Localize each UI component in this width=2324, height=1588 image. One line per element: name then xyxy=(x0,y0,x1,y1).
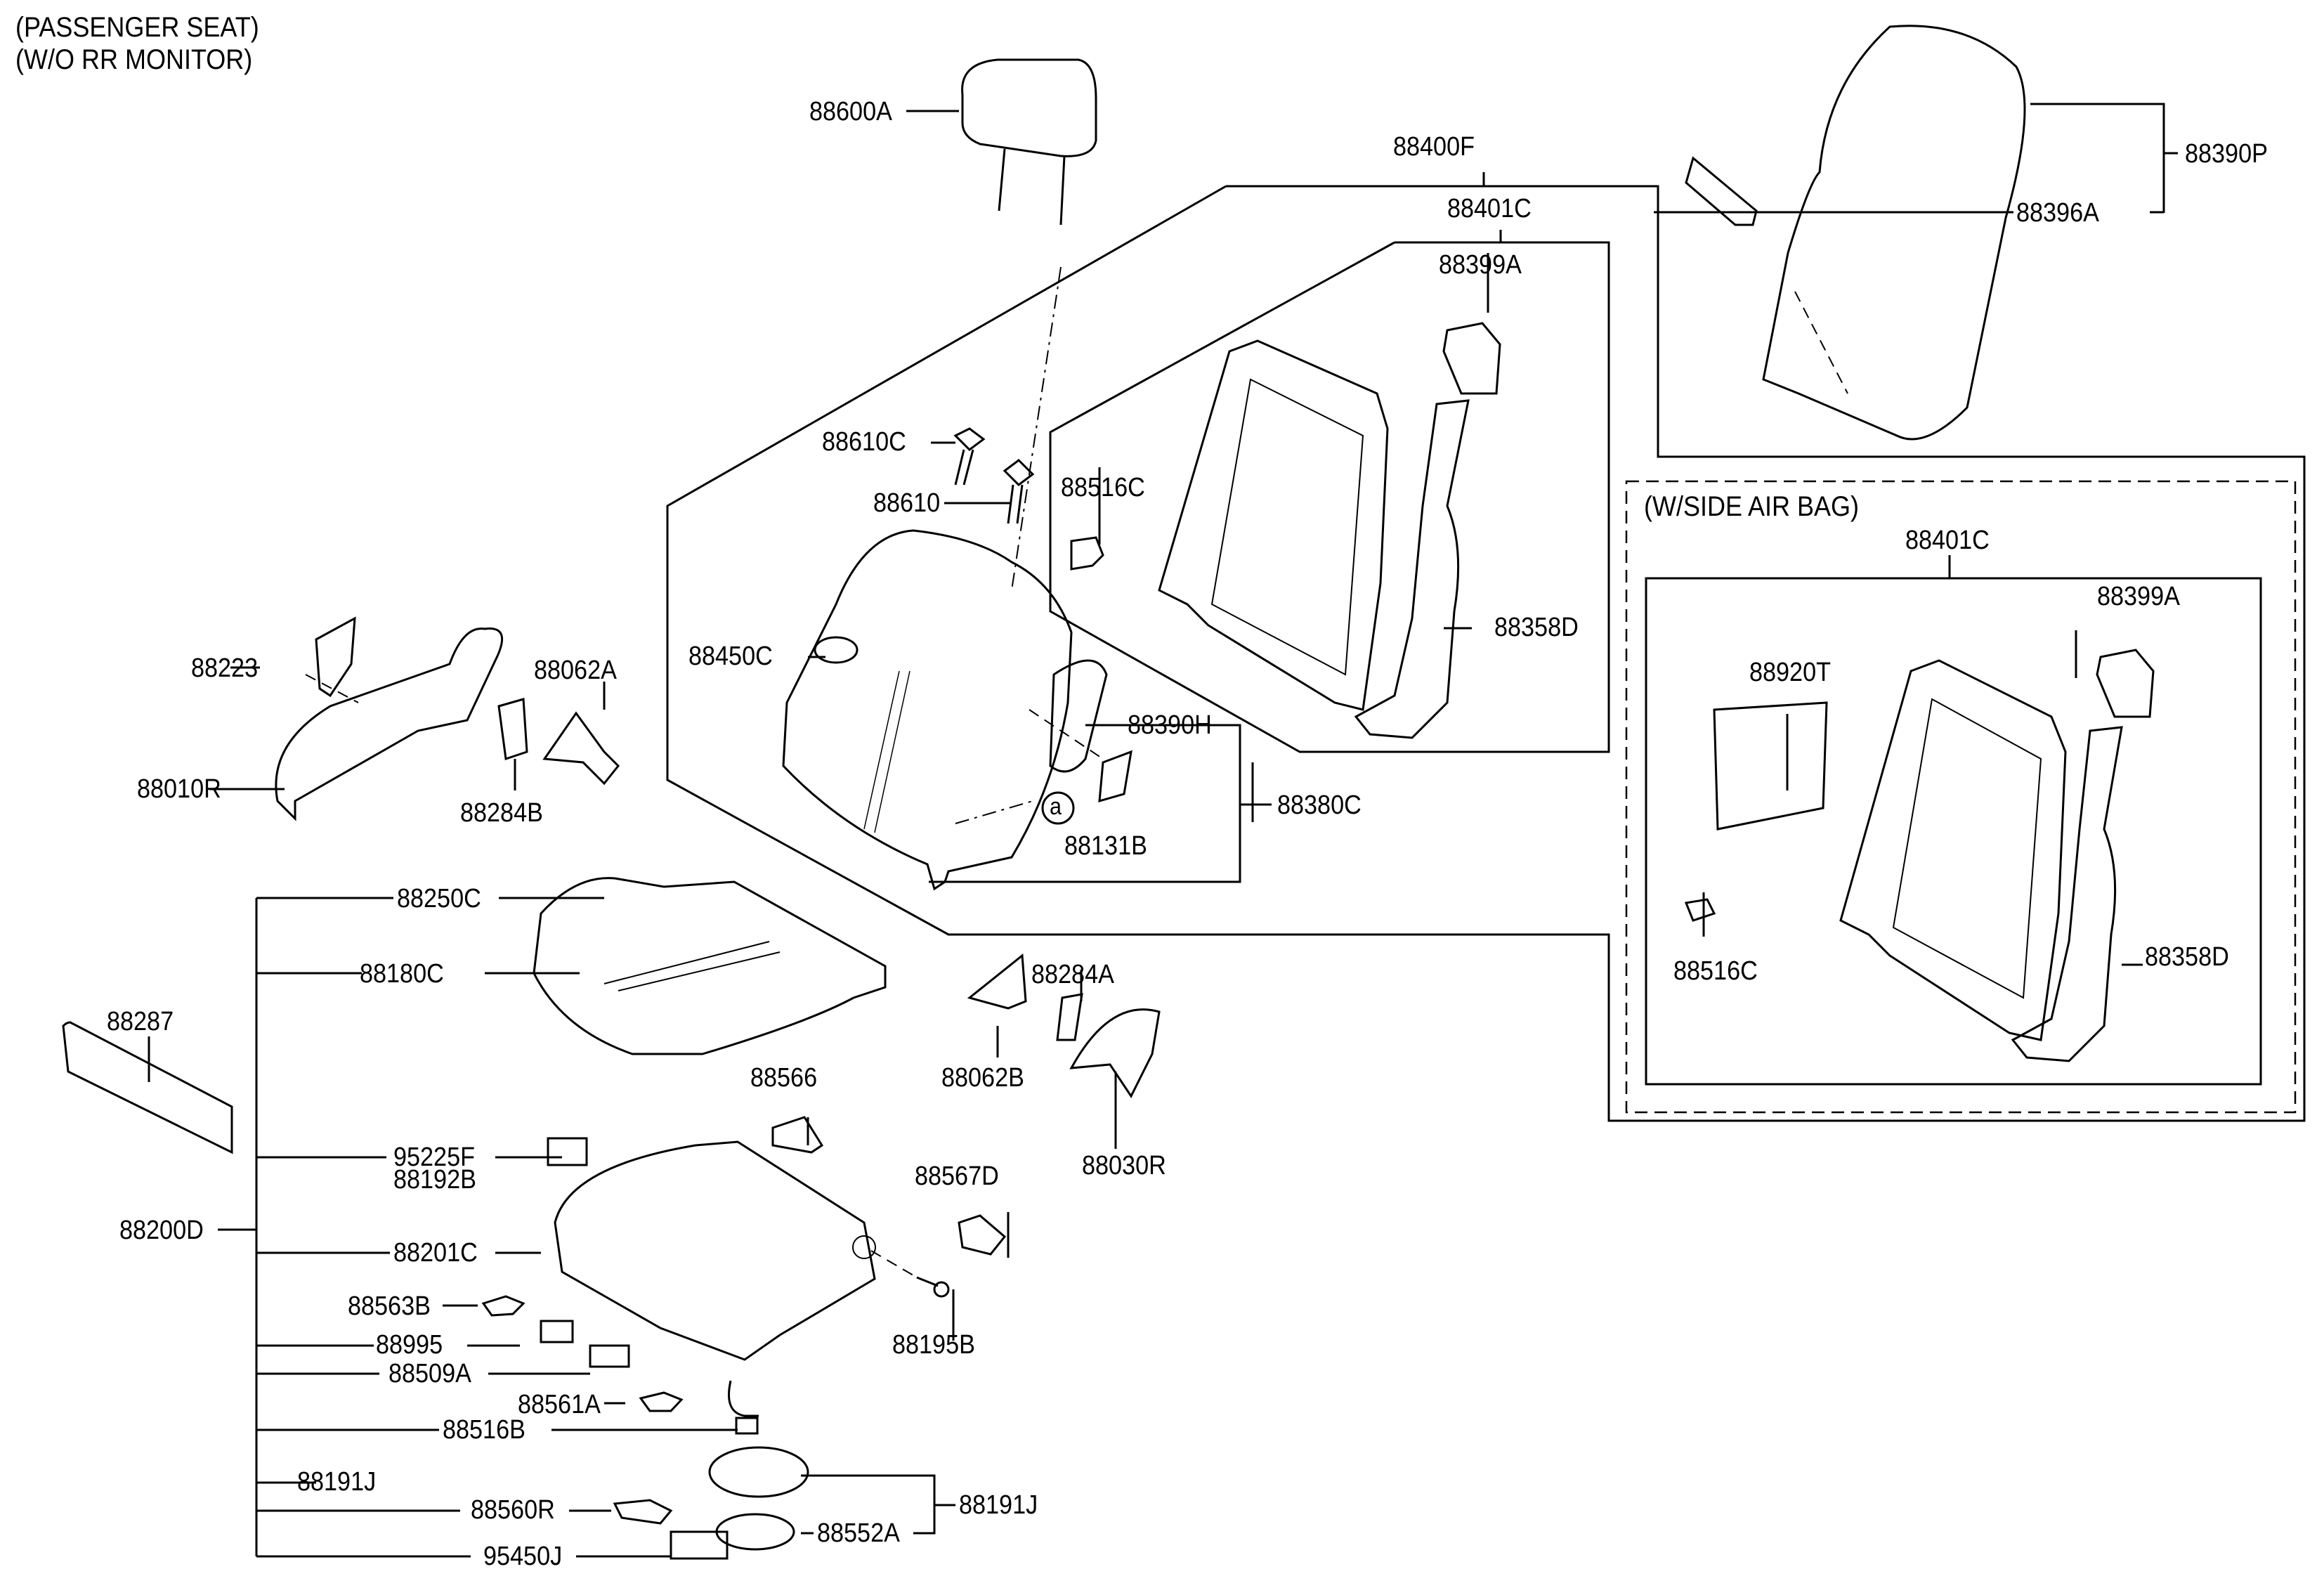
bracket-88062B-part xyxy=(970,956,1026,1008)
part-label-88566[interactable]: 88566 xyxy=(750,1063,818,1093)
part-label-88287[interactable]: 88287 xyxy=(107,1007,174,1036)
sab-vent-duct-part xyxy=(2013,650,2153,1061)
seat-cushion-frame-part xyxy=(555,1142,875,1360)
sab-part-label-88516C[interactable]: 88516C xyxy=(1673,956,1758,986)
side-airbag-frame-box xyxy=(1646,578,2261,1084)
part-label-88995[interactable]: 88995 xyxy=(376,1330,443,1360)
part-label-88030R[interactable]: 88030R xyxy=(1082,1151,1166,1180)
motor-88509A-part xyxy=(590,1346,629,1367)
side-shield-inner-part xyxy=(276,618,502,819)
front-trim-part xyxy=(63,1022,232,1152)
part-label-88516C[interactable]: 88516C xyxy=(1061,473,1145,502)
sab-seatback-frame-part xyxy=(1841,660,2065,1040)
part-label-88390P[interactable]: 88390P xyxy=(2185,139,2268,169)
lumbar-support-part xyxy=(1050,660,1106,772)
part-label-88380C[interactable]: 88380C xyxy=(1277,790,1362,820)
sab-part-label-88401C[interactable]: 88401C xyxy=(1905,526,1990,555)
part-label-88509A[interactable]: 88509A xyxy=(389,1359,471,1388)
seatback-cover-part xyxy=(783,531,1071,889)
module-95225F-part xyxy=(548,1138,587,1165)
part-label-95450J[interactable]: 95450J xyxy=(483,1542,563,1571)
bracket-88284B-part xyxy=(499,699,527,759)
part-label-88200D[interactable]: 88200D xyxy=(119,1216,204,1245)
header-seat-type: (PASSENGER SEAT) xyxy=(15,12,259,43)
bracket-88062A-part xyxy=(544,713,618,783)
sab-part-label-88358D[interactable]: 88358D xyxy=(2145,942,2229,972)
cover-88561A-part xyxy=(641,1393,681,1411)
callout-letter-a: a xyxy=(1050,793,1062,820)
part-label-88516B[interactable]: 88516B xyxy=(443,1415,525,1445)
headrest-guide-parts xyxy=(955,429,1033,523)
seatback-frame-box xyxy=(1050,242,1609,752)
seatback-vent-duct-part xyxy=(1356,323,1500,738)
seatback-back-panel-part xyxy=(1686,26,2025,439)
part-label-88062A[interactable]: 88062A xyxy=(534,656,617,685)
part-label-88131B[interactable]: 88131B xyxy=(1064,831,1147,861)
bolt-88195B-part xyxy=(917,1277,948,1296)
module-88995-part xyxy=(541,1321,573,1342)
part-label-88610C[interactable]: 88610C xyxy=(822,427,906,457)
side-airbag-module-part xyxy=(1714,703,1827,829)
part-label-88400F[interactable]: 88400F xyxy=(1393,132,1475,162)
part-label-88396A[interactable]: 88396A xyxy=(2016,198,2099,228)
blower-88191J-part xyxy=(710,1447,808,1497)
bracket-88390P xyxy=(2030,104,2164,213)
part-label-88567D[interactable]: 88567D xyxy=(915,1161,999,1191)
part-label-88561A[interactable]: 88561A xyxy=(518,1390,601,1419)
seatback-frame-part xyxy=(1159,341,1388,710)
cover-88567D-part xyxy=(959,1216,1005,1254)
part-label-88191J-bracket[interactable]: 88191J xyxy=(959,1490,1038,1520)
part-label-88250C[interactable]: 88250C xyxy=(397,884,481,913)
seatback-assembly-frame xyxy=(667,186,2304,1121)
part-label-88284A[interactable]: 88284A xyxy=(1031,960,1114,989)
part-label-88610[interactable]: 88610 xyxy=(873,488,941,518)
sab-harness-part xyxy=(1686,899,1714,920)
duct-88560R-part xyxy=(615,1500,671,1523)
part-label-88390H[interactable]: 88390H xyxy=(1128,710,1212,740)
part-label-88201C[interactable]: 88201C xyxy=(393,1238,478,1268)
part-label-88195B[interactable]: 88195B xyxy=(892,1330,975,1360)
part-label-88192B[interactable]: 88192B xyxy=(393,1165,476,1195)
callout-circle-a xyxy=(1043,793,1073,824)
lumbar-switch-part xyxy=(1099,752,1131,801)
part-label-95225F[interactable]: 95225F xyxy=(393,1143,476,1172)
part-label-88450C[interactable]: 88450C xyxy=(688,642,773,671)
part-label-88600A[interactable]: 88600A xyxy=(809,97,892,126)
headrest-part xyxy=(962,60,1096,225)
part-label-88563B[interactable]: 88563B xyxy=(348,1291,431,1321)
side-shield-outer-part xyxy=(1071,1010,1159,1096)
bracket-88284A-part xyxy=(1057,994,1082,1040)
sab-part-label-88920T[interactable]: 88920T xyxy=(1749,658,1832,687)
part-label-88062B[interactable]: 88062B xyxy=(941,1063,1024,1093)
part-label-88191J-tree[interactable]: 88191J xyxy=(297,1467,377,1497)
module-95450J-part xyxy=(671,1532,727,1558)
part-label-88180C[interactable]: 88180C xyxy=(360,959,444,989)
side-airbag-variant-box xyxy=(1626,481,2295,1112)
part-label-88358D[interactable]: 88358D xyxy=(1494,613,1579,642)
cover-88566-part xyxy=(773,1117,822,1152)
seatback-harness-part xyxy=(1071,538,1103,569)
side-airbag-title: (W/SIDE AIR BAG) xyxy=(1644,491,1860,522)
diagram-header: (PASSENGER SEAT) (W/O RR MONITOR) xyxy=(15,11,259,76)
part-label-88401C[interactable]: 88401C xyxy=(1447,194,1532,223)
harness-88516B-part xyxy=(729,1381,759,1416)
cover-88563B-part xyxy=(483,1296,523,1315)
sab-part-label-88399A[interactable]: 88399A xyxy=(2097,582,2180,611)
header-variant-note: (W/O RR MONITOR) xyxy=(15,44,253,75)
part-label-88223[interactable]: 88223 xyxy=(191,653,259,683)
part-label-88399A[interactable]: 88399A xyxy=(1439,250,1522,280)
part-label-88560R[interactable]: 88560R xyxy=(471,1495,555,1525)
part-label-88010R[interactable]: 88010R xyxy=(137,774,221,804)
part-label-88284B[interactable]: 88284B xyxy=(460,798,543,828)
part-label-88552A[interactable]: 88552A xyxy=(817,1518,900,1548)
seat-cushion-part xyxy=(534,878,885,1054)
